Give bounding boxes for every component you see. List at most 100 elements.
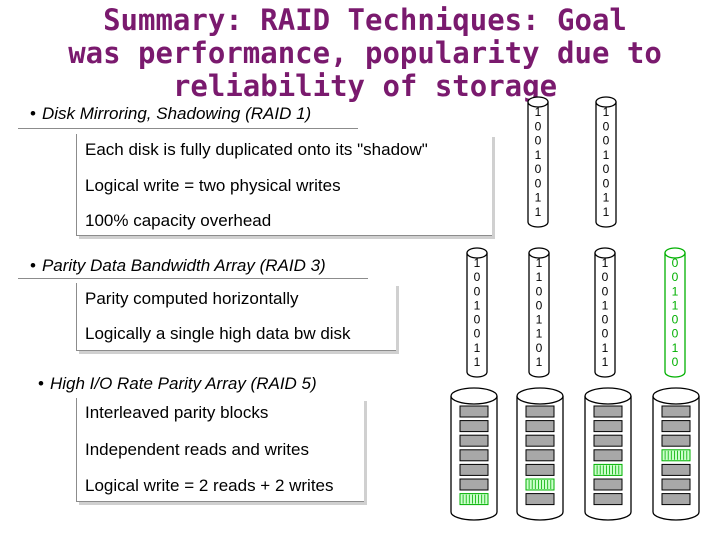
raid1-heading: • Disk Mirroring, Shadowing (RAID 1)	[30, 104, 311, 124]
raid5-data-block	[525, 420, 555, 433]
raid3-disk-4-bit: 1	[672, 284, 679, 298]
raid5-box: Interleaved parity blocks Independent re…	[76, 398, 364, 502]
raid1-disk-1-bit: 0	[535, 134, 542, 148]
raid3-disk-4-bottom	[664, 371, 686, 378]
raid3-disk-2-bottom	[528, 371, 550, 378]
raid5-data-block	[593, 478, 623, 491]
raid5-disk-1-top	[516, 387, 564, 405]
raid1-separator	[18, 128, 358, 129]
raid3-disk-1-bottom	[466, 371, 488, 378]
raid3-disk-1-bit: 0	[474, 313, 481, 327]
raid1-disk-1-bottom	[527, 221, 549, 228]
raid1-disk-2-bottom	[595, 221, 617, 228]
raid3-disk-4-bit: 0	[672, 256, 679, 270]
raid1-disk-2-bit: 1	[603, 191, 610, 205]
raid3-disk-4-top	[664, 247, 686, 259]
raid3-disk-4-bit: 0	[672, 327, 679, 341]
raid5-data-block	[525, 493, 555, 506]
raid1-disk-2-bit: 0	[603, 119, 610, 133]
raid5-data-block	[459, 478, 489, 491]
raid3-line-1: Parity computed horizontally	[85, 289, 299, 308]
raid1-disk-2-bit: 0	[603, 134, 610, 148]
raid5-data-block	[661, 463, 691, 476]
raid3-disk-3-bit: 0	[602, 327, 609, 341]
title-line-3: reliability of storage	[172, 69, 558, 103]
bullet-icon: •	[30, 104, 36, 123]
raid5-disk-2-top	[584, 387, 632, 405]
raid3-disk-4-body	[665, 253, 685, 372]
raid3-disk-3-bit: 1	[602, 355, 609, 369]
raid3-disk-4-bit: 1	[672, 341, 679, 355]
raid1-disk-2-body	[596, 102, 616, 222]
raid5-disk-3-bottom	[652, 511, 700, 521]
raid3-disk-3-bit: 1	[602, 298, 609, 312]
raid1-disk-1-body	[528, 102, 548, 222]
raid3-disk-2-bit: 0	[536, 284, 543, 298]
raid3-disk-1-bit: 1	[474, 298, 481, 312]
raid3-disk-4-bit: 0	[672, 270, 679, 284]
raid3-disk-2-bit: 1	[536, 327, 543, 341]
raid5-line-2: Independent reads and writes	[85, 440, 309, 459]
raid5-data-block	[525, 449, 555, 462]
raid3-line-2: Logically a single high data bw disk	[85, 324, 351, 343]
raid1-disk-1-bit: 1	[535, 205, 542, 219]
raid3-disk-1-bit: 1	[474, 341, 481, 355]
raid1-disk-2-bit: 1	[603, 148, 610, 162]
raid1-disk-1-bit: 0	[535, 119, 542, 133]
raid5-data-block	[459, 463, 489, 476]
raid1-box: Each disk is fully duplicated onto its "…	[76, 134, 492, 236]
raid1-disk-1-bit: 0	[535, 176, 542, 190]
raid1-disk-2-top	[595, 96, 617, 108]
raid3-disk-2-bit: 1	[536, 256, 543, 270]
raid5-disk-0-bottom	[450, 511, 498, 521]
title-line-1: Summary: RAID Techniques: Goal	[103, 3, 627, 37]
raid5-data-block	[525, 405, 555, 418]
raid3-disk-1-bit: 0	[474, 270, 481, 284]
raid1-disk-2-bit: 0	[603, 176, 610, 190]
raid1-heading-text: Disk Mirroring, Shadowing (RAID 1)	[41, 104, 312, 123]
bullet-icon: •	[38, 374, 44, 393]
raid5-data-block	[459, 405, 489, 418]
raid3-disk-1-bit: 1	[474, 256, 481, 270]
raid1-line-2: Logical write = two physical writes	[85, 176, 341, 195]
raid5-data-block	[661, 434, 691, 447]
raid5-line-3: Logical write = 2 reads + 2 writes	[85, 476, 334, 495]
raid3-disk-3-top	[594, 247, 616, 259]
raid5-data-block	[661, 478, 691, 491]
raid5-data-block	[525, 463, 555, 476]
raid1-disk-2-bit: 1	[603, 105, 610, 119]
raid1-line-3: 100% capacity overhead	[85, 211, 272, 230]
raid3-disk-3-bit: 0	[602, 284, 609, 298]
raid3-disk-1-top	[466, 247, 488, 259]
raid5-data-block	[661, 420, 691, 433]
raid3-disk-4-bit: 0	[672, 313, 679, 327]
raid5-data-block	[593, 493, 623, 506]
raid3-disk-2-bit: 1	[536, 270, 543, 284]
raid3-heading-text: Parity Data Bandwidth Array (RAID 3)	[41, 256, 326, 275]
raid3-disk-3-bottom	[594, 371, 616, 378]
raid5-disk-2-bottom	[584, 511, 632, 521]
raid3-disk-3-bit: 1	[602, 341, 609, 355]
raid1-disk-2-bit: 0	[603, 162, 610, 176]
raid3-disk-1-bit: 0	[474, 284, 481, 298]
raid3-disk-1-bit: 1	[474, 355, 481, 369]
raid5-line-1: Interleaved parity blocks	[85, 403, 269, 422]
raid3-disk-1-body	[467, 253, 487, 372]
raid1-disk-1-bit: 1	[535, 191, 542, 205]
slide-title: Summary: RAID Techniques: Goal was perfo…	[60, 4, 670, 103]
raid1-line-1: Each disk is fully duplicated onto its "…	[85, 140, 428, 159]
raid5-data-block	[661, 493, 691, 506]
raid1-disk-1-top	[527, 96, 549, 108]
raid3-box: Parity computed horizontally Logically a…	[76, 283, 396, 351]
bullet-icon: •	[30, 256, 36, 275]
raid5-disk-0-top	[450, 387, 498, 405]
raid3-disk-4-bit: 1	[672, 298, 679, 312]
raid5-parity-block	[459, 493, 489, 506]
raid5-parity-block	[525, 478, 555, 491]
raid5-data-block	[593, 449, 623, 462]
raid5-data-block	[525, 434, 555, 447]
raid3-disk-2-top	[528, 247, 550, 259]
raid1-disk-1-bit: 0	[535, 162, 542, 176]
